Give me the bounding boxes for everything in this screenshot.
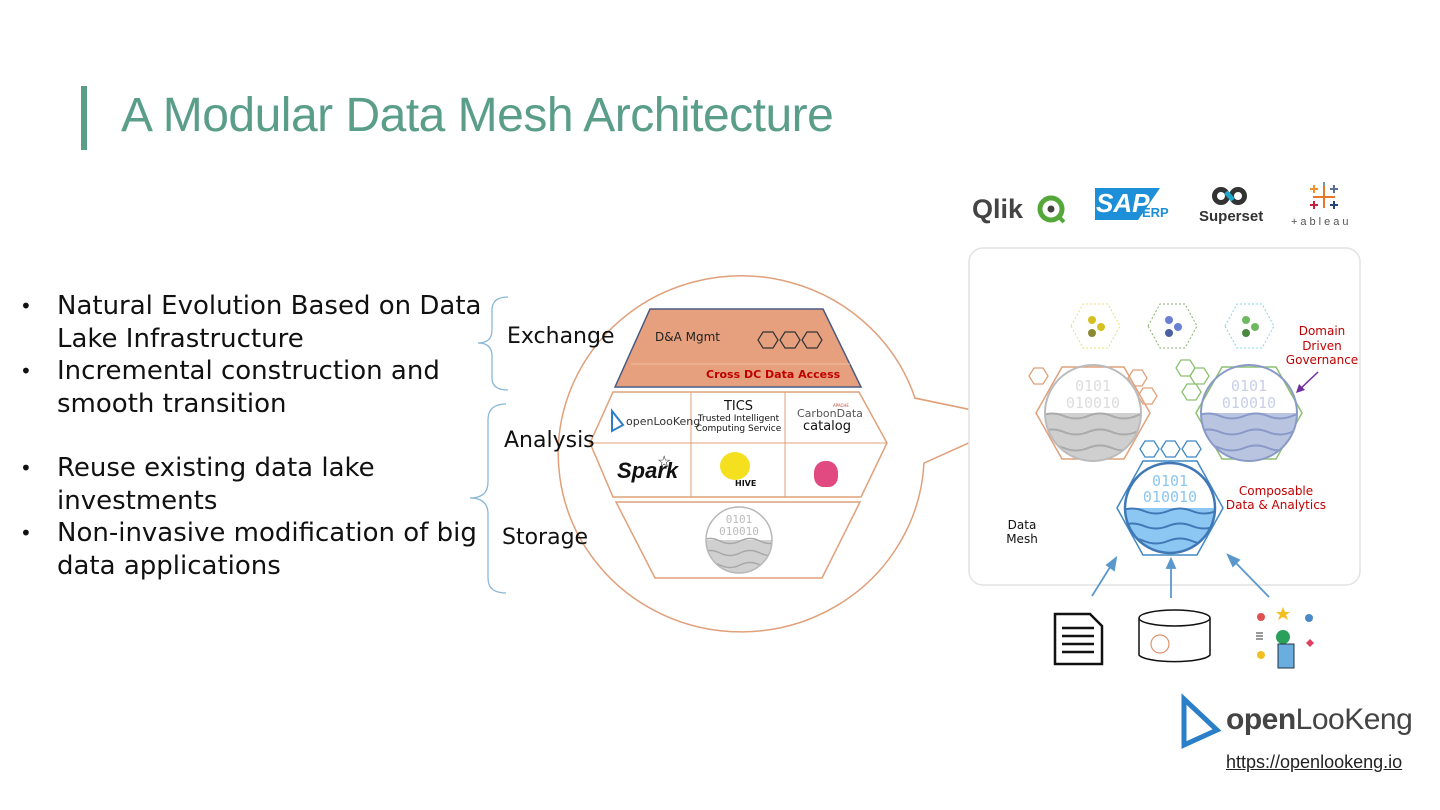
layer-label-storage: Storage [502,525,589,550]
hive-bee-icon [720,452,750,480]
lake-bits-bottom: 010010 [1142,488,1198,506]
composable-label-line: Composable [1238,484,1314,498]
spark-star-icon: ☆ [657,454,672,471]
bullet-text: Lake Infrastructure [57,323,304,354]
spark-logo: Spark [617,458,679,483]
domain-node-yellow [1070,303,1121,349]
qlik-logo-text: Qlik [972,194,1024,224]
sap-logo-text: SAP [1096,188,1150,218]
bullet-text: data applications [57,550,281,581]
cross-dc-label: Cross DC Data Access [706,368,841,381]
mgmt-label: D&A Mgmt [655,330,720,344]
data-mesh-label-line: Mesh [1006,532,1038,546]
logo-text-bold: open [1226,703,1296,736]
bullet-text: Reuse existing data lake [57,453,375,483]
governance-label-line: Governance [1285,353,1359,367]
bullet-text: Incremental construction and [57,356,440,386]
database-icon [1138,609,1211,663]
carbondata-catalog: catalog [803,419,851,434]
mgmt-hexagons [757,331,823,349]
composable-label: Composable Data & Analytics [1222,484,1330,512]
brace-exchange [477,296,509,391]
openlookeng-mini-mark [611,408,625,433]
flink-squirrel-icon [814,461,838,487]
bullet-text: smooth transition [57,388,287,419]
sap-logo [1095,188,1160,220]
lake-bits-top: 0101 [1151,472,1189,490]
lake-bits-top: 0101 [1074,377,1112,395]
lake-bits-bottom: 010010 [1065,394,1121,412]
data-mesh-label-line: Data [1007,518,1037,532]
carbondata-logo: CarbonData [797,407,863,420]
bullet-dot: • [20,359,32,383]
superset-logo [1212,187,1247,205]
bullet-item: • Reuse existing data lake investments [20,452,490,517]
exchange-layer [613,308,863,388]
openlookeng-cell-logo: openLooKeng [626,415,701,428]
website-link[interactable]: https://openlookeng.io [1226,752,1403,772]
user-interaction-icon [1256,607,1314,669]
qlik-logo [1037,195,1066,224]
tics-desc-line: Computing Service [695,424,782,434]
sap-erp-text: ERP [1142,205,1169,220]
lake-bits-bottom: 010010 [1221,394,1277,412]
governance-label-line: Domain [1298,324,1346,338]
bullet-text: Non-invasive modification of big [57,518,477,548]
openlookeng-logo-text: openLooKeng [1226,703,1413,737]
logo-text-light: LooKeng [1295,703,1413,736]
composable-label-line: Data & Analytics [1225,498,1327,512]
layer-label-analysis: Analysis [504,428,595,453]
tableau-logo [1310,182,1338,209]
domain-node-blue [1147,303,1198,349]
openlookeng-logo-mark [1181,693,1222,749]
data-mesh-label: Data Mesh [1000,518,1044,546]
bullet-text: investments [57,485,218,516]
callout-bubble [557,275,1023,633]
bullet-dot: • [20,456,32,480]
data-mesh-panel [968,247,1361,586]
title-accent-bar [81,86,87,150]
superset-logo-text: Superset [1199,208,1264,225]
lake-bits-top: 0101 [1230,377,1268,395]
page-title: A Modular Data Mesh Architecture [121,89,834,142]
bullet-item: • Non-invasive modification of big data … [20,517,490,582]
carbondata-apache: APACHE [833,403,849,408]
governance-label: Domain Driven Governance [1282,324,1362,368]
bullet-dot: • [20,294,32,318]
lake-bits-bottom: 010010 [719,525,759,538]
governance-label-line: Driven [1302,338,1342,353]
bullet-list: • Natural Evolution Based on Data Lake I… [20,290,490,582]
tics-title: TICS [723,399,754,414]
tics-desc: Trusted Intelligent Computing Service [692,414,785,434]
source-arrows [1091,553,1270,598]
tics-desc-line: Trusted Intelligent [697,414,780,424]
document-icon [1053,612,1104,666]
bullet-item: • Natural Evolution Based on Data Lake I… [20,290,490,355]
tableau-logo-text: +ableau [1291,216,1352,228]
bullet-item: • Incremental construction and smooth tr… [20,355,490,420]
brace-analysis-storage [469,403,507,594]
bullet-dot: • [20,521,32,545]
hive-logo: HIVE [735,479,757,488]
layer-label-exchange: Exchange [507,324,615,349]
domain-node-green [1224,303,1275,349]
lake-bits-top: 0101 [725,513,753,526]
bullet-text: Natural Evolution Based on Data [57,291,482,321]
